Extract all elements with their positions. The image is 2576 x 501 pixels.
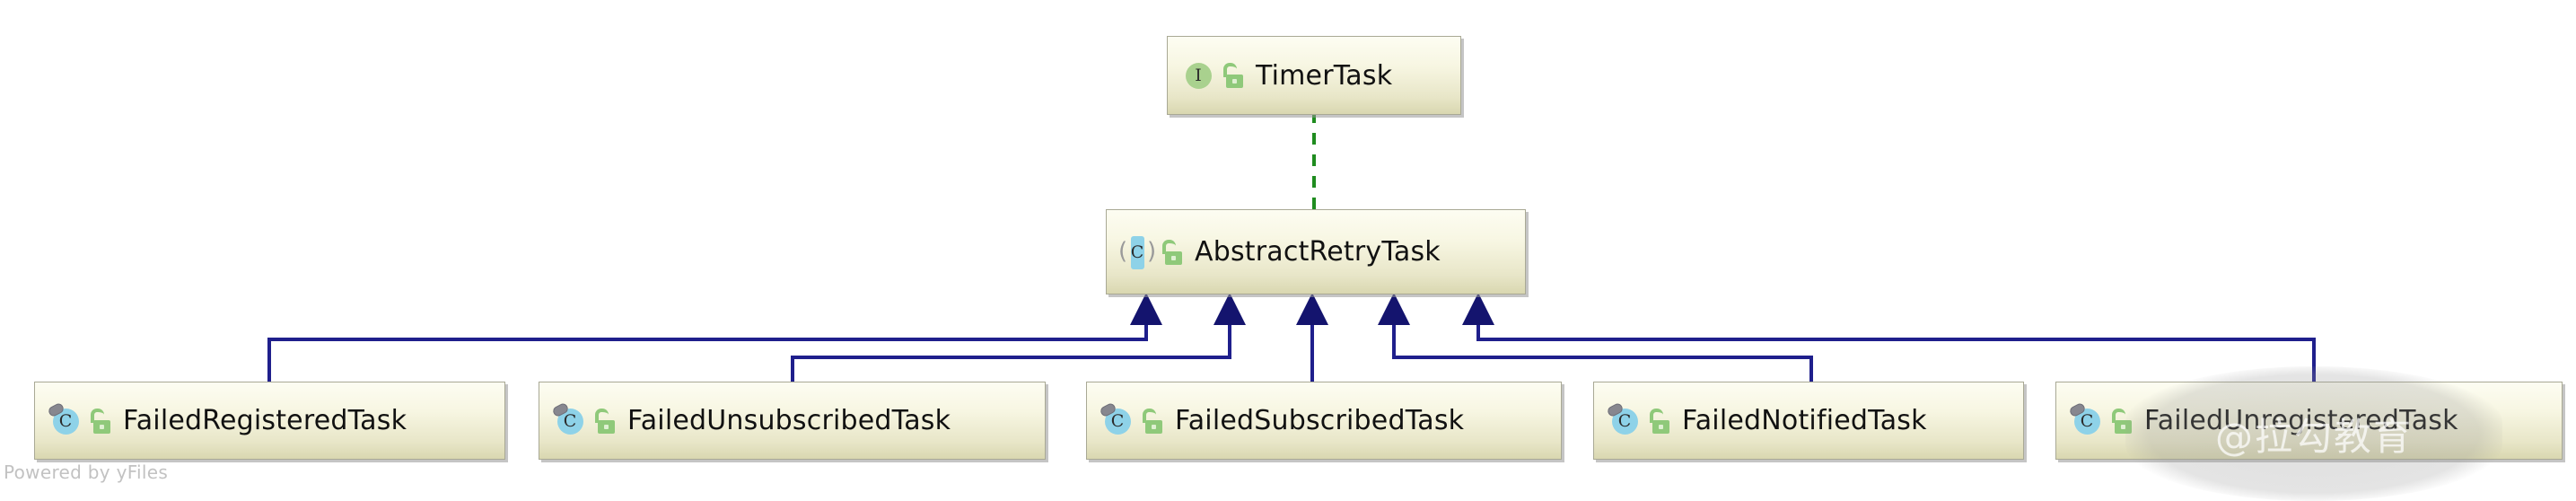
final-class-icon: C — [1606, 401, 1643, 439]
uml-node-label: FailedNotifiedTask — [1682, 405, 1927, 436]
edge-registered — [267, 293, 1162, 382]
watermark-text: @拉勾教育 — [2214, 414, 2413, 459]
uml-node-label: FailedSubscribedTask — [1175, 405, 1465, 436]
final-class-icon: C — [1099, 401, 1135, 439]
final-class-icon: C — [551, 401, 588, 439]
uml-node-label: FailedRegisteredTask — [123, 405, 407, 436]
public-unlock-icon — [1141, 408, 1164, 435]
edge-unsubscribed — [791, 293, 1246, 382]
public-unlock-icon — [2110, 408, 2134, 435]
yfiles-credit: Powered by yFiles — [4, 461, 169, 483]
public-unlock-icon — [593, 408, 617, 435]
edge-subscribed — [1296, 293, 1328, 382]
edge-notified — [1378, 293, 1813, 382]
public-unlock-icon — [89, 408, 112, 435]
abstract-class-icon: () C — [1118, 234, 1156, 270]
uml-node-label: FailedUnsubscribedTask — [627, 405, 951, 436]
watermark: @拉勾教育 — [2125, 366, 2502, 501]
uml-node-abstract-retry-task[interactable]: () C AbstractRetryTask — [1106, 209, 1526, 294]
uml-node-label: FailedUnregisteredTask — [2144, 405, 2458, 436]
final-class-icon: C — [47, 401, 83, 439]
uml-node-label: TimerTask — [1256, 59, 1393, 92]
uml-node-timer-task[interactable]: I TimerTask — [1167, 36, 1461, 115]
interface-icon: I — [1180, 57, 1216, 93]
uml-node-failed-unsubscribed-task[interactable]: C FailedUnsubscribedTask — [539, 382, 1046, 460]
public-unlock-icon — [1222, 62, 1245, 89]
uml-node-failed-unregistered-task[interactable]: C FailedUnregisteredTask — [2055, 382, 2563, 460]
uml-node-failed-registered-task[interactable]: C FailedRegisteredTask — [34, 382, 505, 460]
public-unlock-icon — [1161, 239, 1184, 266]
uml-node-failed-subscribed-task[interactable]: C FailedSubscribedTask — [1086, 382, 1562, 460]
uml-node-failed-notified-task[interactable]: C FailedNotifiedTask — [1593, 382, 2024, 460]
final-class-icon: C — [2068, 401, 2105, 439]
edge-unregistered — [1462, 293, 2316, 382]
public-unlock-icon — [1648, 408, 1671, 435]
uml-node-label: AbstractRetryTask — [1195, 236, 1441, 268]
